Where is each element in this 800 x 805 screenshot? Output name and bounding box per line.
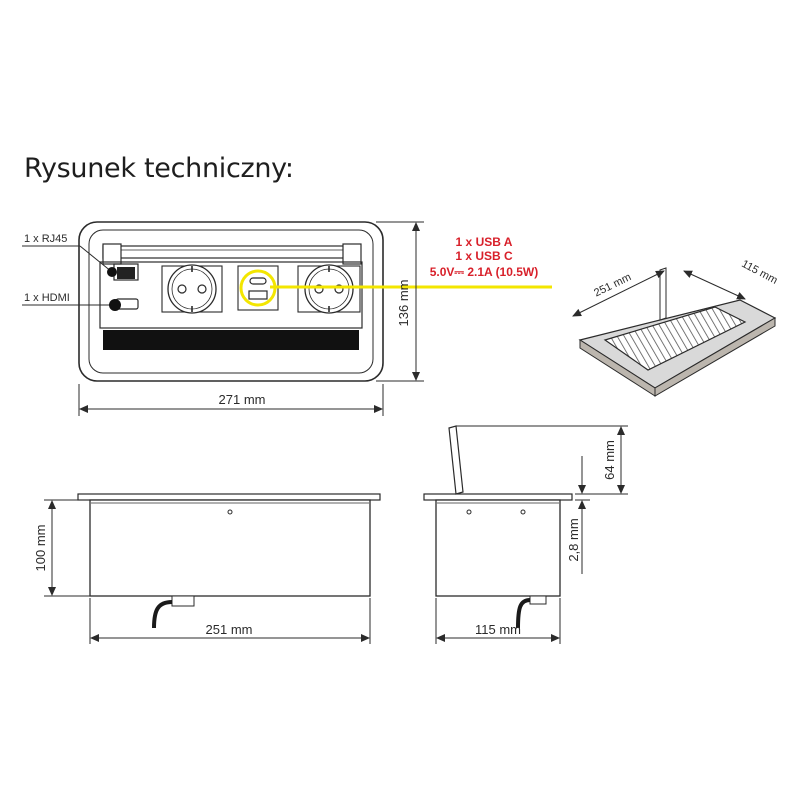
power-cable-end	[516, 598, 531, 629]
inner-frame	[88, 229, 374, 374]
hdmi-label: 1 x HDMI	[24, 292, 70, 304]
dim-front-height: 136 mm	[396, 280, 411, 327]
front-dimensions	[78, 221, 424, 416]
dim-end-width: 115 mm	[475, 622, 521, 637]
end-flange	[423, 493, 573, 501]
schuko-socket-left	[167, 264, 217, 314]
isometric-view	[572, 267, 777, 397]
schuko-socket-right	[304, 264, 354, 314]
dim-lid-height: 64 mm	[602, 440, 617, 480]
side-view-long	[44, 493, 381, 644]
iso-open-lid	[659, 267, 667, 321]
dim-side-width: 251 mm	[206, 622, 253, 637]
rj45-label: 1 x RJ45	[24, 233, 67, 245]
iso-side-face	[654, 317, 776, 397]
lid-rail	[102, 245, 360, 259]
front-view	[78, 221, 384, 382]
socket-panel	[99, 261, 363, 329]
usb-c-port	[249, 277, 267, 285]
power-cable-side	[152, 600, 173, 629]
end-body	[435, 499, 561, 597]
dim-front-width: 271 mm	[219, 392, 266, 407]
dim-flange: 2,8 mm	[566, 518, 581, 561]
usb-spec-line3: 5.0V⎓ 2.1A (10.5W)	[430, 265, 539, 279]
brush-bar	[103, 330, 359, 350]
port-callouts	[22, 245, 121, 311]
outer-frame	[78, 221, 384, 382]
dim-iso-width: 115 mm	[739, 258, 779, 287]
usb-a-port	[248, 290, 268, 300]
usb-highlight-ring	[239, 269, 277, 307]
side-body	[89, 499, 371, 597]
iso-hatched-lid	[603, 306, 747, 371]
hinge-left	[102, 243, 122, 265]
page-title: Rysunek techniczny:	[24, 153, 294, 184]
usb-spec-line2: 1 x USB C	[455, 249, 513, 263]
usb-spec-line1: 1 x USB A	[456, 235, 513, 249]
end-open-lid	[448, 425, 464, 495]
hinge-right	[342, 243, 362, 265]
dim-iso-length: 251 mm	[592, 271, 633, 299]
side-flange	[77, 493, 381, 501]
dim-side-depth: 100 mm	[33, 525, 48, 572]
end-view	[423, 425, 628, 644]
